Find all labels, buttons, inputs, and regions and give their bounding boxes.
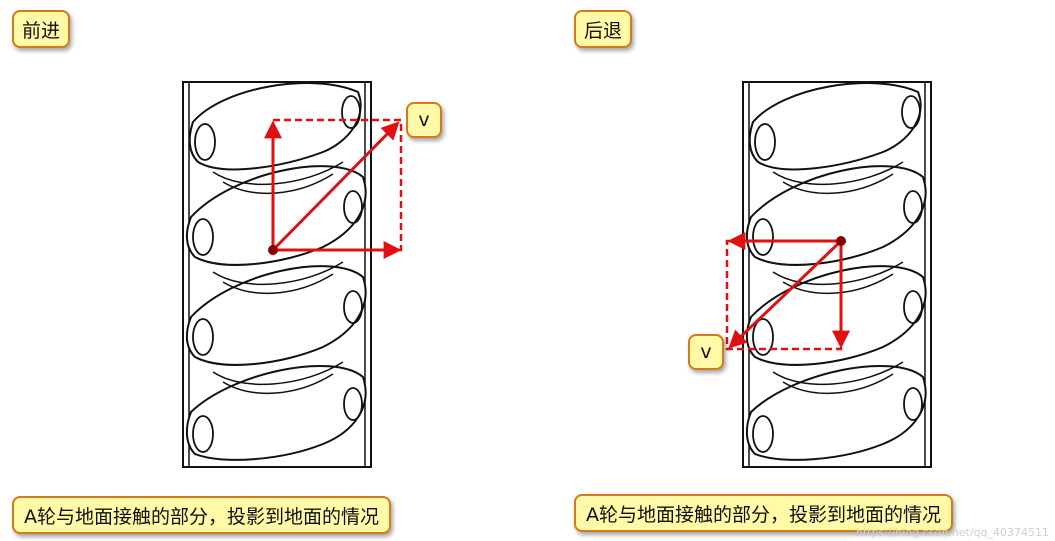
right-vector-label: v <box>688 334 724 370</box>
right-caption: A轮与地面接触的部分，投影到地面的情况 <box>574 494 953 532</box>
left-vector-label: v <box>406 102 442 138</box>
left-caption: A轮与地面接触的部分，投影到地面的情况 <box>12 496 391 534</box>
left-force-decomposition <box>264 118 403 259</box>
watermark: https://blog.csdn.net/qq_40374511 <box>855 526 1049 539</box>
left-velocity-vector <box>271 121 400 252</box>
right-mecanum-wheel <box>742 81 932 468</box>
left-contact-point <box>268 245 278 255</box>
left-title: 前进 <box>12 10 71 48</box>
right-title: 后退 <box>574 10 633 48</box>
right-force-decomposition <box>725 232 850 351</box>
right-contact-point <box>836 236 846 246</box>
right-velocity-vector <box>728 239 843 349</box>
left-mecanum-wheel <box>182 81 372 468</box>
